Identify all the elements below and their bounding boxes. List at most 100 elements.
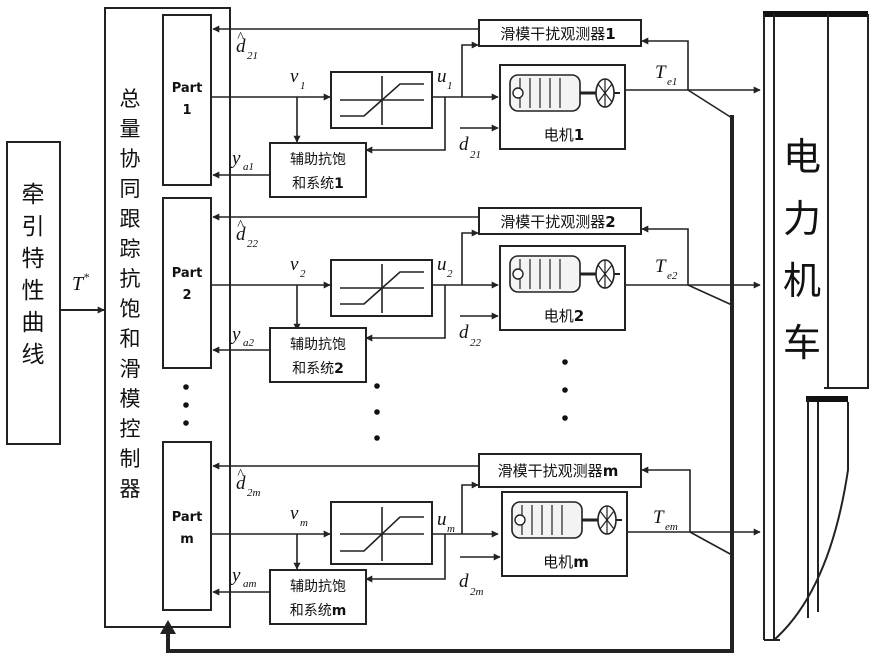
locomotive-char: 车 — [783, 321, 821, 365]
u-base: u — [437, 66, 447, 87]
part-box — [163, 15, 211, 185]
d-sub: 22 — [470, 337, 482, 349]
controller-char: 踪 — [120, 237, 141, 261]
channel-2: Part 2 d ^ 22 滑模干扰观测器2 v 2 u 2 — [163, 198, 760, 382]
d-label: d 22 — [459, 322, 482, 349]
te-label: T e2 — [655, 256, 678, 282]
d-base: d — [459, 322, 469, 343]
feedback-bus — [168, 115, 732, 651]
d-sub: 21 — [470, 149, 481, 161]
ellipsis-dot — [183, 420, 189, 426]
v-label: v m — [290, 503, 308, 529]
dhat-label: d ^ 22 — [236, 218, 259, 250]
u-label: u 1 — [437, 66, 453, 92]
ellipsis-dot — [562, 387, 568, 393]
v-base: v — [290, 503, 299, 524]
ya-base: y — [230, 324, 241, 345]
dhat-label: d ^ 2m — [236, 467, 261, 499]
part-word: Part — [172, 266, 203, 281]
controller-char: 饱 — [120, 297, 141, 321]
locomotive-char: 电 — [783, 135, 821, 179]
motor-label: 电机2 — [544, 307, 584, 325]
part-box — [163, 198, 211, 368]
v-base: v — [290, 254, 299, 275]
torque-reference-label: T* — [72, 270, 89, 295]
te-sub: e1 — [667, 76, 677, 88]
te-base: T — [655, 256, 667, 277]
observer-label: 滑模干扰观测器m — [498, 462, 619, 480]
v-sub: 1 — [300, 80, 306, 92]
v-sub: m — [300, 517, 308, 529]
locomotive-char: 机 — [783, 259, 821, 303]
d-label: d 2m — [459, 571, 484, 598]
te-base: T — [653, 507, 665, 528]
te-label: T em — [653, 507, 678, 533]
controller-char: 量 — [120, 117, 141, 141]
part-index: 2 — [182, 288, 191, 303]
controller-char: 器 — [120, 477, 141, 501]
controller-char: 模 — [120, 387, 141, 411]
ellipsis-dot — [374, 383, 380, 389]
d-label: d 21 — [459, 134, 481, 161]
d-base: d — [459, 571, 469, 592]
ellipsis-dot — [183, 384, 189, 390]
ya-label: y a1 — [230, 148, 254, 173]
controller-char: 同 — [120, 177, 141, 201]
v-label: v 1 — [290, 66, 306, 92]
motor-icon — [512, 502, 622, 538]
aux-line1: 辅助抗饱 — [290, 337, 346, 353]
d-sub: 2m — [470, 586, 484, 598]
v-base: v — [290, 66, 299, 87]
traction-char: 特 — [22, 246, 45, 272]
aux-line2: 和系统1 — [292, 176, 344, 192]
aux-line2: 和系统m — [290, 603, 347, 619]
d-base: d — [459, 134, 469, 155]
u-base: u — [437, 509, 447, 530]
u-sub: 1 — [447, 80, 453, 92]
motor-icon — [510, 75, 620, 111]
ya-sub: a2 — [243, 337, 255, 349]
aux-line2: 和系统2 — [292, 361, 344, 377]
ya-base: y — [230, 565, 241, 586]
controller-char: 控 — [120, 417, 141, 441]
controller-char: 抗 — [120, 267, 141, 291]
part-index: 1 — [182, 103, 191, 118]
part-index: m — [180, 532, 194, 547]
dhat-sub: 22 — [247, 238, 259, 250]
locomotive-char: 力 — [783, 197, 821, 241]
u-to-observer-arrow — [462, 485, 478, 534]
controller-char: 跟 — [120, 207, 141, 231]
ya-label: y am — [230, 565, 257, 590]
observer-label: 滑模干扰观测器2 — [500, 213, 615, 231]
controller-char: 滑 — [120, 357, 141, 381]
motor-ellipsis — [562, 359, 568, 421]
ya-label: y a2 — [230, 324, 255, 349]
aux-ellipsis — [374, 383, 380, 441]
controller-char: 制 — [120, 447, 141, 471]
ellipsis-dot — [183, 402, 189, 408]
u-base: u — [437, 254, 447, 275]
observer-label: 滑模干扰观测器1 — [500, 25, 615, 43]
v-label: v 2 — [290, 254, 306, 280]
u-to-observer-arrow — [462, 233, 478, 285]
traction-char: 引 — [22, 214, 45, 240]
dhat-sub: 21 — [247, 50, 258, 62]
bus-tap — [688, 90, 732, 118]
u-label: u 2 — [437, 254, 453, 280]
controller-char: 总 — [120, 87, 141, 111]
part-box — [163, 442, 211, 610]
te-sub: em — [665, 521, 678, 533]
dhat-sub: 2m — [247, 487, 261, 499]
part-word: Part — [172, 81, 203, 96]
part-word: Part — [172, 510, 203, 525]
ya-base: y — [230, 148, 241, 169]
motor-icon — [510, 256, 620, 292]
ellipsis-dot — [374, 435, 380, 441]
bus-tap — [688, 285, 732, 305]
ellipsis-dot — [374, 409, 380, 415]
motor-label: 电机1 — [544, 126, 584, 144]
traction-char: 曲 — [22, 310, 45, 336]
locomotive-label: 电 力 机 车 — [783, 135, 821, 365]
ya-sub: a1 — [243, 161, 254, 173]
